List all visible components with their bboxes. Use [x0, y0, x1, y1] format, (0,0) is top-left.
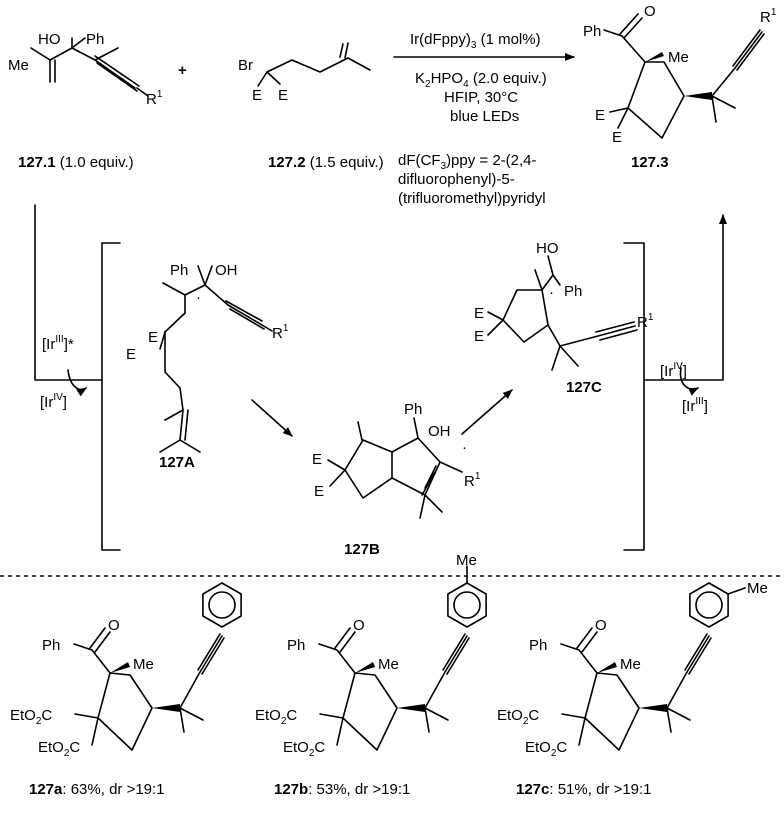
label-127a: 127A: [159, 454, 195, 471]
svg-text:E: E: [474, 305, 484, 322]
svg-text:Ph: Ph: [287, 637, 305, 654]
ir-iii-right: [IrIII]: [682, 396, 708, 415]
catalytic-cycle-lines: [34, 204, 727, 551]
svg-text:EtO2C: EtO2C: [525, 739, 567, 759]
svg-text:E: E: [474, 328, 484, 345]
arrow-b-to-c: [461, 389, 513, 435]
svg-text:R1: R1: [760, 7, 777, 26]
svg-text:Ph: Ph: [583, 23, 601, 40]
svg-text:·: ·: [549, 284, 554, 301]
svg-text:OH: OH: [215, 262, 238, 279]
svg-text:·: ·: [196, 289, 201, 306]
reaction-conditions: Ir(dFppy)3 (1 mol%) K2HPO4 (2.0 equiv.) …: [398, 31, 547, 207]
svg-text:EtO2C: EtO2C: [10, 707, 52, 727]
scope-label-127b: 127b: 53%, dr >19:1: [274, 781, 410, 798]
svg-text:EtO2C: EtO2C: [283, 739, 325, 759]
atom-me-1: Me: [8, 57, 29, 74]
svg-text:E: E: [126, 346, 136, 363]
structure-127-2: Br E E 127.2 (1.5 equiv.): [238, 42, 384, 171]
svg-text:O: O: [644, 3, 656, 20]
svg-text:O: O: [108, 617, 120, 634]
svg-text:E: E: [612, 129, 622, 146]
label-127-1: 127.1 (1.0 equiv.): [18, 154, 134, 171]
svg-text:Me: Me: [668, 49, 689, 66]
svg-text:E: E: [314, 483, 324, 500]
intermediate-127b: Ph OH · R1 E E 127B: [312, 401, 481, 558]
svg-text:Ph: Ph: [404, 401, 422, 418]
svg-text:OH: OH: [428, 423, 451, 440]
svg-text:K2HPO4 (2.0 equiv.): K2HPO4 (2.0 equiv.): [415, 70, 547, 90]
scope-label-127c: 127c: 51%, dr >19:1: [516, 781, 652, 798]
svg-text:Ph: Ph: [529, 637, 547, 654]
svg-text:Me: Me: [378, 656, 399, 673]
intermediate-127a: Ph OH · R1 E E 127A: [126, 262, 289, 471]
atom-ph-1: Ph: [86, 31, 104, 48]
svg-text:Me: Me: [133, 656, 154, 673]
label-127b: 127B: [344, 541, 380, 558]
svg-text:Ph: Ph: [564, 283, 582, 300]
svg-text:Me: Me: [620, 656, 641, 673]
svg-text:EtO2C: EtO2C: [38, 739, 80, 759]
arrow-a-to-b: [251, 399, 293, 437]
svg-text:difluorophenyl)-5-: difluorophenyl)-5-: [398, 171, 515, 188]
intermediate-127c: HO · Ph R1 E E 127C: [474, 240, 654, 396]
plus-sign: +: [178, 62, 187, 79]
svg-text:blue LEDs: blue LEDs: [450, 108, 519, 125]
atom-e-2: E: [278, 87, 288, 104]
svg-text:Me: Me: [747, 580, 768, 597]
atom-e-1: E: [252, 87, 262, 104]
svg-text:R1: R1: [637, 312, 654, 331]
svg-text:EtO2C: EtO2C: [255, 707, 297, 727]
svg-text:Ph: Ph: [170, 262, 188, 279]
ir-iv-right: [IrIV]: [660, 361, 687, 380]
svg-text:Me: Me: [456, 552, 477, 569]
svg-text:R1: R1: [272, 323, 289, 342]
atom-r-1: R1: [146, 89, 163, 108]
atom-br: Br: [238, 57, 253, 74]
svg-text:HO: HO: [536, 240, 559, 257]
svg-text:E: E: [148, 329, 158, 346]
structure-127-1: Me HO Ph R1 127.1 (1.0 equiv.): [8, 31, 163, 171]
scope-label-127a: 127a: 63%, dr >19:1: [29, 781, 165, 798]
svg-text:O: O: [595, 617, 607, 634]
label-127c: 127C: [566, 379, 602, 396]
svg-text:(trifluoromethyl)pyridyl: (trifluoromethyl)pyridyl: [398, 190, 546, 207]
svg-text:Ph: Ph: [42, 637, 60, 654]
svg-text:dF(CF3)ppy = 2-(2,4-: dF(CF3)ppy = 2-(2,4-: [398, 152, 537, 172]
structure-127-3: Ph O Me E E R1 127.3: [583, 3, 777, 171]
label-127-2: 127.2 (1.5 equiv.): [268, 154, 384, 171]
svg-text:O: O: [353, 617, 365, 634]
svg-text:·: ·: [462, 439, 467, 456]
ir-iii-star: [IrIII]*: [42, 334, 74, 353]
atom-ho-1: HO: [38, 31, 61, 48]
label-127-3: 127.3: [631, 154, 669, 171]
svg-text:EtO2C: EtO2C: [497, 707, 539, 727]
svg-text:E: E: [595, 107, 605, 124]
ir-iv-left: [IrIV]: [40, 392, 67, 411]
svg-text:E: E: [312, 451, 322, 468]
svg-text:HFIP, 30°C: HFIP, 30°C: [444, 89, 518, 106]
svg-text:Ir(dFppy)3 (1 mol%): Ir(dFppy)3 (1 mol%): [410, 31, 541, 51]
svg-text:R1: R1: [464, 471, 481, 490]
